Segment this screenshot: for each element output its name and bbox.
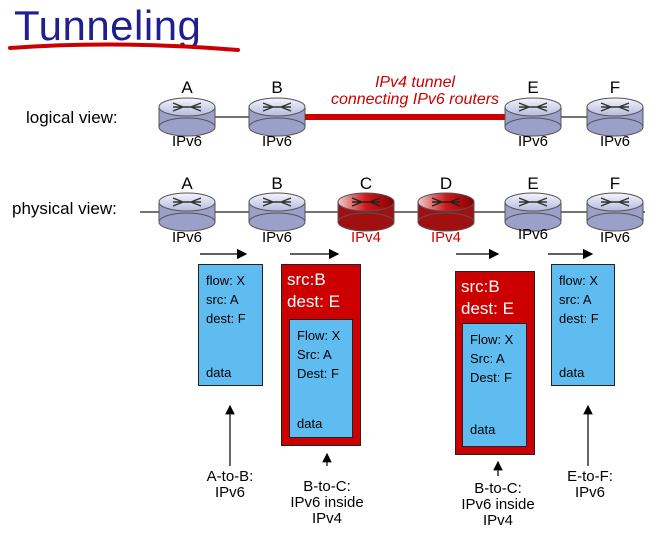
page-title: Tunneling: [14, 2, 202, 49]
physical-proto-b: IPv6: [261, 229, 292, 246]
caption-de-line3: IPv4: [482, 512, 513, 529]
logical-letter-b: B: [271, 78, 283, 97]
physical-letter-a: A: [181, 174, 193, 193]
physical-proto-a: IPv6: [171, 229, 202, 246]
logical-proto-e: IPv6: [517, 133, 548, 150]
caption-bc: B-to-C: IPv6 inside IPv4: [272, 479, 382, 527]
caption-de: B-to-C: IPv6 inside IPv4: [443, 481, 553, 529]
packet-ef-dest: dest: F: [559, 311, 599, 326]
packet-de-inner: Flow: X Src: A Dest: F data: [462, 323, 527, 447]
packet-de-outer: src:B dest: E Flow: X Src: A Dest: F dat…: [455, 271, 535, 455]
physical-proto-c: IPv4: [350, 229, 381, 246]
physical-router-f: [586, 192, 644, 232]
physical-proto-d: IPv4: [430, 229, 461, 246]
title-underline: [8, 42, 240, 52]
caption-ab-line2: IPv6: [214, 484, 245, 501]
caption-ef-line1: E-to-F:: [567, 468, 613, 485]
physical-letter-c: C: [359, 174, 373, 193]
physical-letter-d: D: [439, 174, 453, 193]
caption-de-line2: IPv6 inside: [461, 496, 535, 513]
packet-de-flow: Flow: X: [470, 332, 514, 347]
packet-ab-data: data: [206, 365, 232, 380]
caption-ef-line2: IPv6: [574, 484, 605, 501]
caption-bc-line2: IPv6 inside: [290, 494, 364, 511]
physical-proto-f: IPv6: [599, 229, 630, 246]
packet-ef-flow: flow: X: [559, 273, 599, 288]
logical-router-b: [248, 97, 306, 137]
packet-de-dest: Dest: F: [470, 370, 512, 385]
packet-ab-src: src: A: [206, 292, 239, 307]
physical-router-c: [337, 192, 395, 232]
physical-letter-b: B: [271, 174, 283, 193]
caption-bc-line3: IPv4: [311, 510, 342, 527]
packet-bc-dest: Dest: F: [297, 366, 339, 381]
packet-bc-src: Src: A: [297, 347, 332, 362]
physical-router-a: [158, 192, 216, 232]
packet-bc-outer: src:B dest: E Flow: X Src: A Dest: F dat…: [281, 264, 361, 446]
tunnel-label: IPv4 tunnel connecting IPv6 routers: [300, 74, 530, 108]
packet-bc-flow: Flow: X: [297, 328, 341, 343]
caption-ab-line1: A-to-B:: [206, 468, 254, 485]
packet-ef-src: src: A: [559, 292, 592, 307]
logical-proto-a: IPv6: [171, 133, 202, 150]
packet-de-outer-dest: dest: E: [461, 299, 514, 318]
caption-ab: A-to-B: IPv6: [190, 469, 270, 501]
packet-de-data: data: [470, 422, 496, 437]
logical-letter-a: A: [181, 78, 193, 97]
tunnel-label-line2: connecting IPv6 routers: [330, 91, 500, 108]
logical-letter-e: E: [527, 78, 539, 97]
caption-ef: E-to-F: IPv6: [550, 469, 630, 501]
packet-bc-inner: Flow: X Src: A Dest: F data: [289, 319, 353, 438]
packet-ef: flow: X src: A dest: F data: [551, 264, 615, 386]
tunnel-label-line1: IPv4 tunnel: [374, 74, 456, 91]
caption-bc-line1: B-to-C:: [303, 478, 351, 495]
packet-bc-data: data: [297, 416, 323, 431]
packet-de-outer-src: src:B: [461, 277, 500, 296]
logical-letter-f: F: [609, 78, 621, 97]
packet-bc-outer-dest: dest: E: [287, 292, 340, 311]
packet-de-src: Src: A: [470, 351, 505, 366]
logical-router-f: [586, 97, 644, 137]
packet-ef-data: data: [559, 365, 585, 380]
physical-router-b: [248, 192, 306, 232]
packet-ab-flow: flow: X: [206, 273, 246, 288]
packet-bc-outer-src: src:B: [287, 270, 326, 289]
physical-view-label: physical view:: [12, 199, 117, 218]
physical-letter-e: E: [527, 174, 539, 193]
physical-letter-f: F: [609, 174, 621, 193]
packet-ab-dest: dest: F: [206, 311, 246, 326]
logical-proto-b: IPv6: [261, 133, 292, 150]
logical-proto-f: IPv6: [599, 133, 630, 150]
physical-router-d: [417, 192, 475, 232]
caption-de-line1: B-to-C:: [474, 480, 522, 497]
packet-ab: flow: X src: A dest: F data: [198, 264, 263, 386]
logical-router-a: [158, 97, 216, 137]
physical-proto-e: IPv6: [517, 226, 548, 243]
logical-view-label: logical view:: [26, 108, 118, 127]
